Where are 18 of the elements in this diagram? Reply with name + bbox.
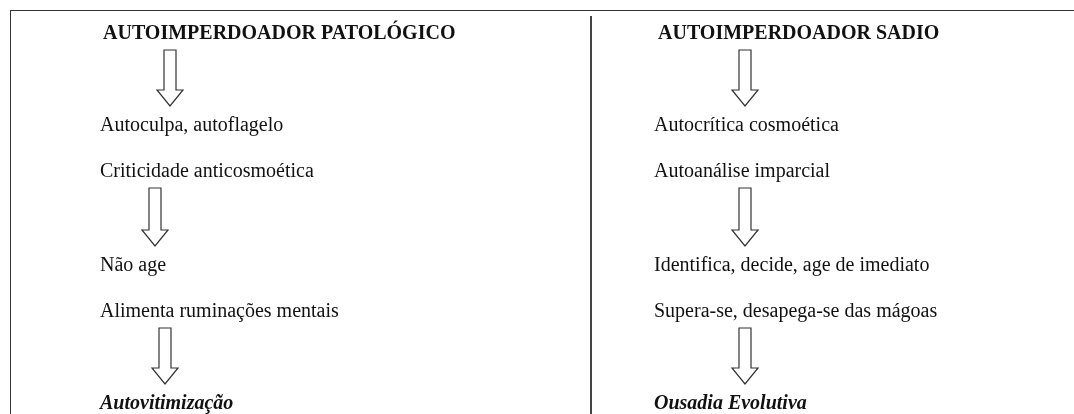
- hollow-arrow: [150, 327, 180, 385]
- item-text: Identifica, decide, age de imediato: [654, 252, 931, 276]
- column-heading: AUTOIMPERDOADOR SADIO: [658, 20, 940, 44]
- result-text: Ousadia Evolutiva: [654, 390, 807, 414]
- item-text: Autocrítica cosmoética: [654, 112, 839, 136]
- item-text: Autoanálise imparcial: [654, 158, 832, 182]
- item-text: Alimenta ruminações mentais: [100, 298, 339, 322]
- item-text: Autoculpa, autoflagelo: [100, 112, 285, 136]
- hollow-arrow: [155, 49, 185, 107]
- hollow-arrow: [730, 327, 760, 385]
- item-text: Supera-se, desapega-se das mágoas: [654, 298, 938, 322]
- hollow-arrow: [730, 49, 760, 107]
- hollow-arrow: [730, 187, 760, 247]
- item-text: Criticidade anticosmoética: [100, 158, 314, 182]
- column-heading: AUTOIMPERDOADOR PATOLÓGICO: [103, 20, 456, 44]
- item-text: Não age: [100, 252, 168, 276]
- hollow-arrow: [140, 187, 170, 247]
- result-text: Autovitimização: [100, 390, 234, 414]
